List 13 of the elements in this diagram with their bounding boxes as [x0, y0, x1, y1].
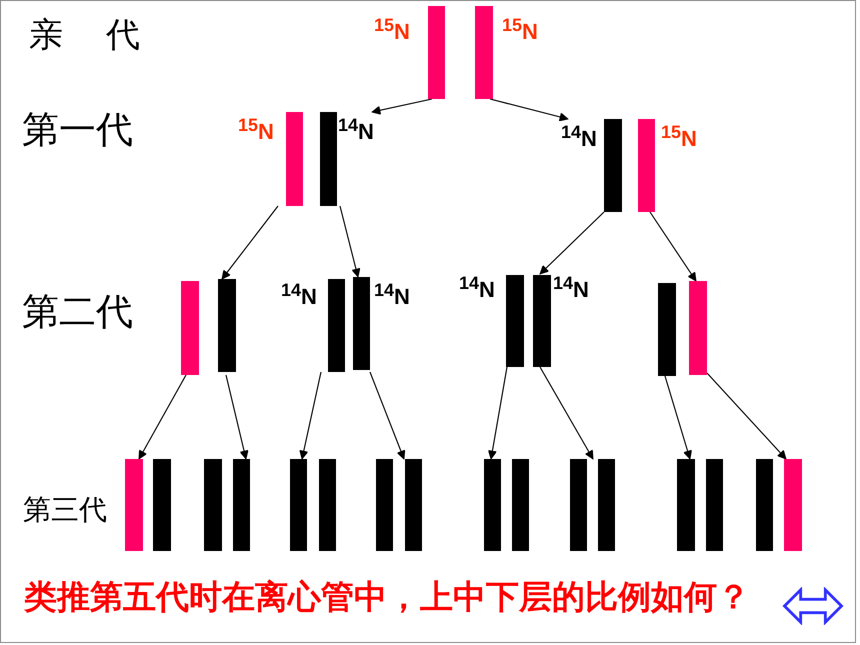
generation-label: 第三代 [23, 495, 107, 526]
isotope-label: $^{14}$N [374, 281, 410, 308]
generation-label: 第一代 [22, 110, 133, 151]
isotope-label: $^{15}$N [374, 16, 410, 43]
generation-label: 第二代 [22, 292, 133, 333]
isotope-label: $^{15}$N [238, 116, 274, 143]
isotope-label: $^{14}$N [459, 274, 495, 301]
question-text: 类推第五代时在离心管中，上中下层的比例如何？ [24, 578, 750, 616]
isotope-label: $^{15}$N [661, 123, 697, 150]
isotope-label: $^{14}$N [338, 116, 374, 143]
generation-label: 亲 代 [29, 17, 140, 54]
isotope-label: $^{15}$N [502, 16, 538, 43]
isotope-label: $^{14}$N [281, 281, 317, 308]
